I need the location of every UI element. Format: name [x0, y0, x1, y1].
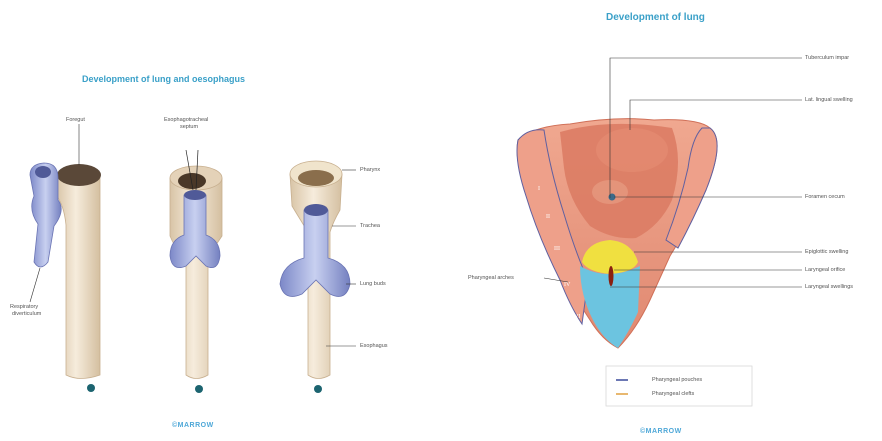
stage-1-dot: [87, 384, 95, 392]
legend-pouches-label: Pharyngeal pouches: [652, 377, 702, 383]
label-pharyngeal-arches: Pharyngeal arches: [468, 275, 514, 281]
arch-number-1: I: [538, 186, 540, 192]
label-foregut: Foregut: [66, 117, 85, 123]
lung-development-panel: I II III IV VI Development of lung Tuber…: [440, 0, 882, 441]
arch-number-6: VI: [574, 314, 580, 320]
arch-number-4: IV: [564, 282, 571, 288]
stage-2-dot: [195, 385, 203, 393]
label-tuberculum-impar: Tuberculum impar: [805, 55, 849, 61]
lung-oesophagus-panel: Development of lung and oesophagus Foreg…: [0, 0, 440, 441]
left-watermark: ©MARROW: [172, 422, 214, 429]
left-panel-title: Development of lung and oesophagus: [82, 74, 245, 84]
label-esophagus: Esophagus: [360, 343, 388, 349]
label-respiratory-line1: Respiratory: [10, 304, 38, 310]
stage-3-dot: [314, 385, 322, 393]
label-epiglottic-swelling: Epiglottic swelling: [805, 249, 848, 255]
label-laryngeal-orifice: Laryngeal orifice: [805, 267, 845, 273]
label-trachea: Trachea: [360, 223, 380, 229]
label-septum-line2: septum: [180, 124, 198, 130]
label-pharynx: Pharynx: [360, 167, 380, 173]
legend-clefts-label: Pharyngeal clefts: [652, 391, 694, 397]
foregut-tube: [56, 175, 100, 379]
laryngeal-orifice: [609, 266, 614, 286]
foregut-opening: [57, 164, 101, 186]
lung-oesophagus-diagram: [0, 0, 440, 441]
label-lung-buds: Lung buds: [360, 281, 386, 287]
stage-2-figure: [170, 150, 222, 379]
label-lateral-lingual-swelling: Lat. lingual swelling: [805, 97, 853, 103]
pharyngeal-floor-diagram: I II III IV VI: [440, 0, 882, 441]
right-panel-title: Development of lung: [606, 12, 705, 23]
label-foramen-cecum: Foramen cecum: [805, 194, 845, 200]
arch-number-3: III: [554, 246, 560, 252]
label-septum-line1: Esophagotracheal: [164, 117, 208, 123]
label-laryngeal-swellings: Laryngeal swellings: [805, 284, 853, 290]
right-watermark: ©MARROW: [640, 428, 682, 435]
legend-box: [606, 366, 752, 406]
stage-1-figure: [30, 163, 101, 379]
label-respiratory-line2: diverticulum: [12, 311, 41, 317]
arch-number-2: II: [546, 214, 550, 220]
respiratory-diverticulum: [30, 163, 61, 267]
